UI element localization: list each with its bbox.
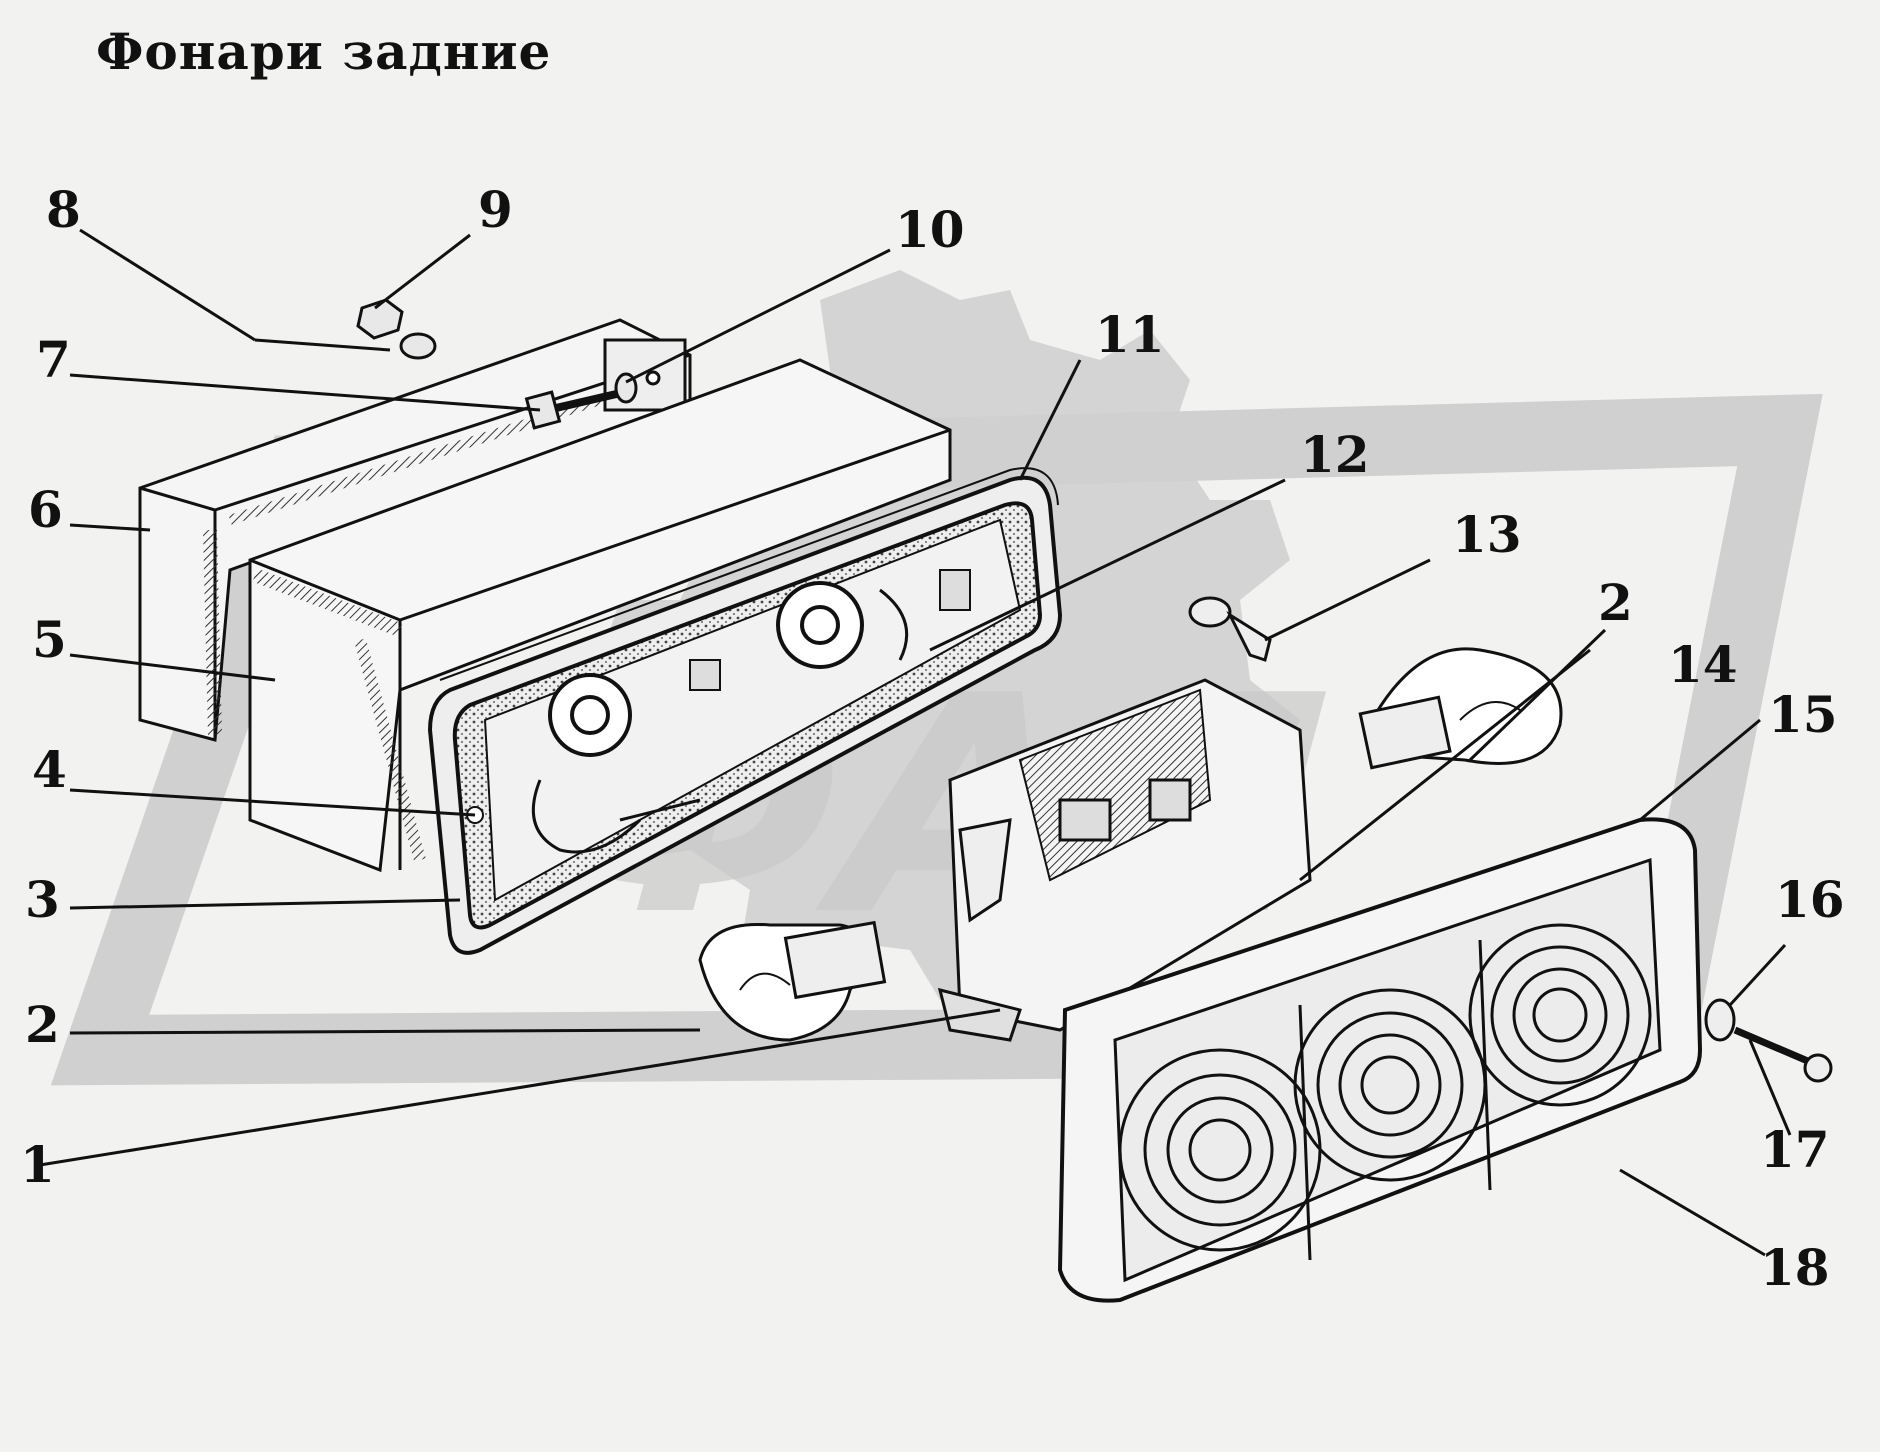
- callout-11: 11: [1095, 305, 1165, 364]
- part-5-housing: [248, 358, 952, 873]
- callout-2a: 2: [25, 995, 60, 1054]
- callout-17: 17: [1760, 1120, 1830, 1179]
- callout-5: 5: [32, 610, 67, 669]
- callout-10: 10: [895, 200, 965, 259]
- callout-15: 15: [1768, 685, 1838, 744]
- part-14-board: [937, 678, 1312, 1042]
- callout-7: 7: [36, 330, 71, 389]
- callout-9: 9: [478, 180, 513, 239]
- callout-3: 3: [25, 870, 60, 929]
- callout-4: 4: [32, 740, 67, 799]
- part-2-bulb-upper: [1358, 647, 1563, 770]
- part-11-gasket: [439, 467, 1059, 681]
- callout-18: 18: [1760, 1238, 1830, 1297]
- lens-segment-3: [1468, 923, 1652, 1107]
- callout-2b: 2: [1598, 573, 1633, 632]
- part-9-washer: [399, 332, 437, 360]
- callout-12: 12: [1300, 425, 1370, 484]
- leader-lines: [39, 228, 1792, 1257]
- fasteners-top: [356, 298, 638, 430]
- part-18-lens: [1057, 817, 1703, 1303]
- part-7-screw: [524, 388, 626, 430]
- callout-8: 8: [46, 180, 81, 239]
- part-2-bulb-lower: [698, 920, 887, 1042]
- callout-1: 1: [20, 1135, 55, 1194]
- diagram-title: Фонари задние: [96, 22, 552, 81]
- part-13-contact: [1188, 596, 1272, 662]
- callout-6: 6: [28, 480, 63, 539]
- callout-16: 16: [1775, 870, 1845, 929]
- part-3-lamp-body: [427, 475, 1063, 955]
- callout-14: 14: [1668, 635, 1738, 694]
- part-16-17-screw: [1704, 998, 1833, 1083]
- callout-13: 13: [1452, 505, 1522, 564]
